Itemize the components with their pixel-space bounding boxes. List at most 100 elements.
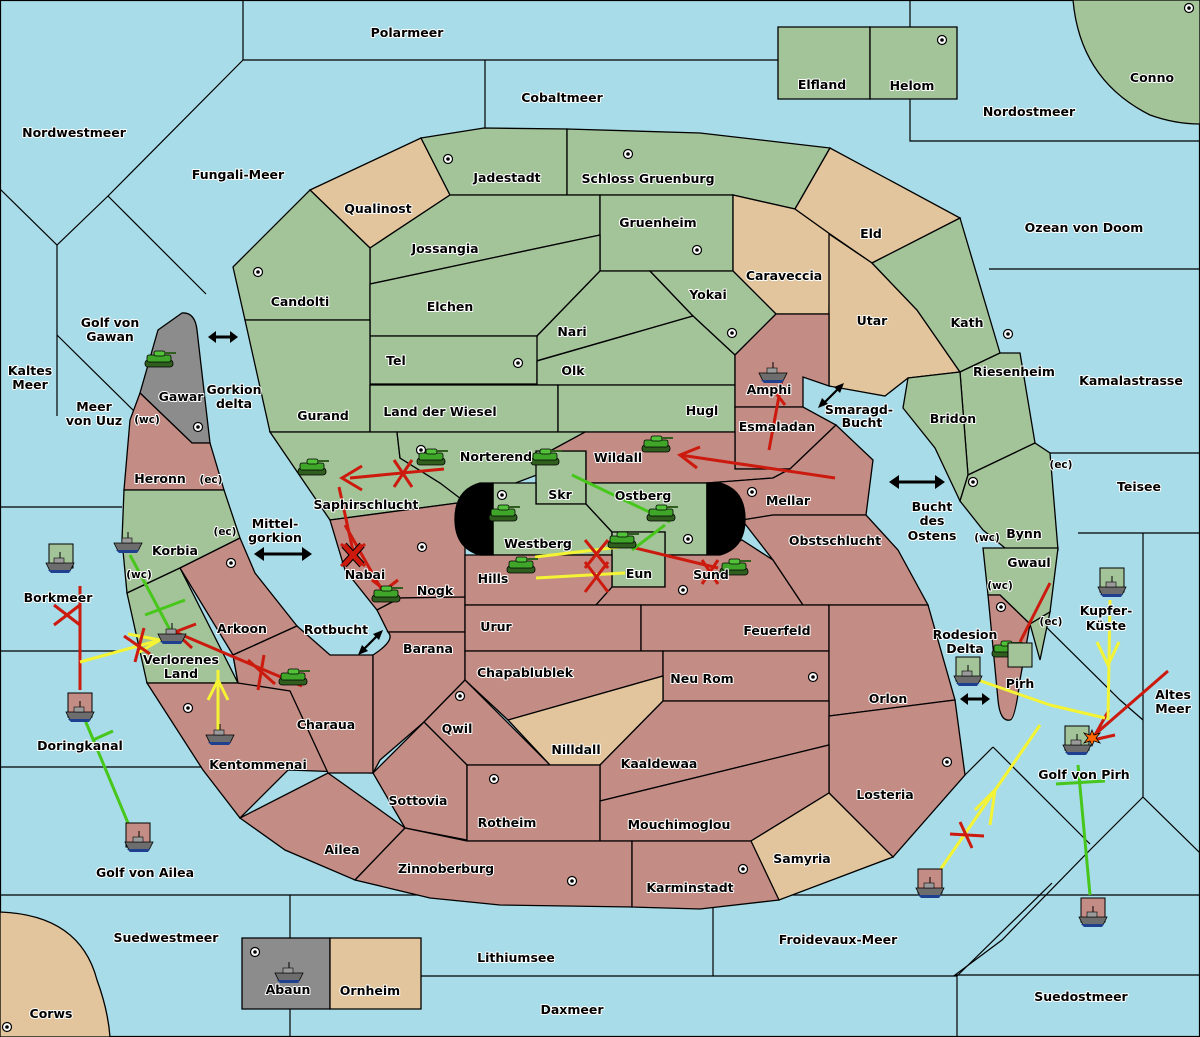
order-support [79, 545, 1121, 871]
label-nilldall: Nilldall [551, 742, 600, 757]
label-smaragd-2: Bucht [842, 415, 883, 430]
supply-center-icon [442, 153, 454, 165]
label-hugl: Hugl [686, 403, 719, 418]
territory-conno[interactable] [1072, 0, 1200, 125]
label-mittel-1: Mittel- [252, 516, 299, 531]
label-obstschlucht: Obstschlucht [789, 533, 881, 548]
label-olk: Olk [561, 363, 585, 378]
label-verlorenes-2: Land [164, 666, 198, 681]
label-losteria: Losteria [856, 787, 913, 802]
label-eld: Eld [860, 226, 882, 241]
label-bridon: Bridon [930, 411, 976, 426]
impassable-west [454, 482, 494, 556]
canal-arrows [208, 331, 990, 705]
supply-center-icon [512, 357, 524, 369]
label-osten-1: Bucht [912, 499, 953, 514]
supply-center-icon [677, 584, 689, 596]
label-yokai: Yokai [688, 287, 727, 302]
coast-label-korbia-ec: (ec) [214, 526, 237, 538]
label-rodesion-2: Delta [946, 641, 984, 656]
territory-bynn[interactable] [959, 442, 1059, 551]
unit-box [1007, 642, 1033, 668]
label-ailea: Ailea [324, 842, 359, 857]
label-kentommenai: Kentommenai [209, 757, 307, 772]
supply-center-icon [496, 489, 508, 501]
label-qwil: Qwil [442, 721, 473, 736]
coast-label-gwaul-wc: (wc) [987, 580, 1013, 592]
territory-helom[interactable] [869, 26, 958, 100]
label-rotheim: Rotheim [478, 815, 537, 830]
label-riesenheim: Riesenheim [973, 364, 1055, 379]
supply-center-icon [566, 875, 578, 887]
territory-karminstadt[interactable] [631, 840, 780, 910]
label-altes-1: Altes [1155, 687, 1191, 702]
supply-center-icon [1183, 2, 1195, 14]
supply-center-icon [182, 702, 194, 714]
dislodged-icon [1082, 728, 1102, 748]
label-uuz-1: Meer [76, 399, 112, 414]
supply-center-icon [807, 671, 819, 683]
double-arrow-icon [358, 630, 383, 655]
territory-arkoon[interactable] [179, 537, 299, 656]
coast-label-heronn-wc: (wc) [134, 414, 160, 426]
orders [53, 379, 1169, 896]
label-arkoon: Arkoon [217, 621, 267, 636]
label-gorkion-2: delta [216, 396, 252, 411]
label-schloss: Schloss Gruenburg [581, 171, 714, 186]
label-nordostmeer: Nordostmeer [983, 104, 1076, 119]
label-qualinost: Qualinost [344, 201, 411, 216]
label-suedwestmeer: Suedwestmeer [114, 930, 220, 945]
label-golfpirh: Golf von Pirh [1038, 767, 1129, 782]
label-heronn: Heronn [134, 471, 186, 486]
supply-center-icon [1002, 328, 1014, 340]
label-jossangia: Jossangia [410, 241, 478, 256]
label-chapablublek: Chapablublek [477, 665, 574, 680]
supply-center-icon [488, 773, 500, 785]
territory-ornheim[interactable] [329, 937, 422, 1010]
label-esmaladan: Esmaladan [739, 419, 815, 434]
label-rodesion-1: Rodesion [933, 627, 998, 642]
label-gorkion-1: Gorkion [206, 382, 261, 397]
label-nogk: Nogk [417, 583, 454, 598]
order-convoy [83, 473, 1106, 896]
supply-center-icon [192, 421, 204, 433]
label-utar: Utar [857, 313, 889, 328]
supply-center-icon [622, 148, 634, 160]
label-caraveccia: Caraveccia [746, 268, 822, 283]
label-ornheim: Ornheim [340, 983, 400, 998]
label-pirh: Pirh [1006, 676, 1035, 691]
label-gawar: Gawar [159, 389, 205, 404]
label-kupfer-2: Küste [1086, 618, 1126, 633]
territory-corws[interactable] [0, 911, 111, 1037]
double-arrow-icon [960, 693, 990, 705]
label-amphi: Amphi [747, 382, 792, 397]
double-arrow-icon [254, 547, 312, 561]
supply-center-icon [995, 601, 1007, 613]
supply-center-icon [936, 34, 948, 46]
label-kaltes-2: Meer [12, 377, 48, 392]
label-borkmeer: Borkmeer [24, 590, 94, 605]
territory-obstschlucht[interactable] [740, 514, 930, 606]
coast-label-bynn-ec: (ec) [1050, 459, 1073, 471]
label-gruenheim: Gruenheim [619, 215, 696, 230]
supply-center-icon [726, 327, 738, 339]
label-korbia: Korbia [152, 543, 198, 558]
coast-label-korbia-wc: (wc) [126, 569, 152, 581]
supply-center-icon [415, 444, 427, 456]
territory-gruenheim[interactable] [599, 194, 734, 272]
nabai-x-marker-fill [342, 543, 364, 567]
label-conno: Conno [1130, 70, 1175, 85]
label-smaragd-1: Smaragd- [825, 402, 893, 417]
label-nari: Nari [557, 324, 586, 339]
label-norterend: Norterend [460, 449, 532, 464]
label-golfailea: Golf von Ailea [96, 865, 194, 880]
label-charaua: Charaua [297, 717, 355, 732]
label-karminstadt: Karminstadt [646, 880, 733, 895]
label-froidevaux: Froidevaux-Meer [779, 932, 898, 947]
label-wildall: Wildall [594, 450, 642, 465]
label-nordwestmeer: Nordwestmeer [22, 125, 127, 140]
